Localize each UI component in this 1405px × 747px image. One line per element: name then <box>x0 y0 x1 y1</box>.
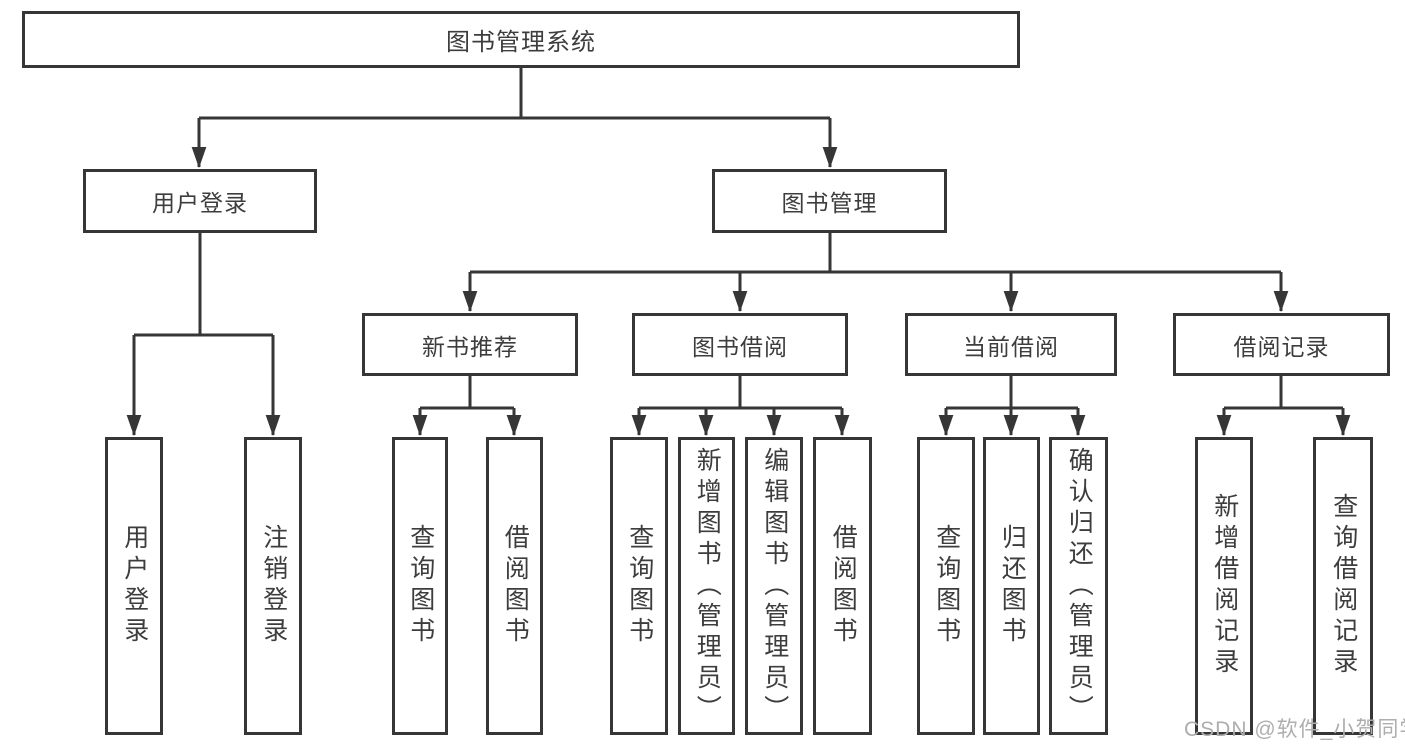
leaf-bb-borrow-books-label: 借阅图书 <box>829 524 858 648</box>
leaf-bb-edit-books-admin-label: 编辑图书（管理员） <box>760 446 789 726</box>
leaf-bb-edit-books-admin: 编辑图书（管理员） <box>745 437 803 735</box>
connector-book-borrow-trunk <box>639 376 842 410</box>
node-current-borrow: 当前借阅 <box>905 313 1117 376</box>
node-book-mgmt-label: 图书管理 <box>781 190 878 216</box>
leaf-user-login: 用户登录 <box>105 437 163 735</box>
leaf-nbr-borrow-books-label: 借阅图书 <box>501 524 530 648</box>
node-user-login: 用户登录 <box>83 169 317 233</box>
leaf-bb-query-books: 查询图书 <box>610 437 668 735</box>
leaf-nbr-query-books: 查询图书 <box>392 437 448 735</box>
leaf-bb-add-books-admin-label: 新增图书（管理员） <box>693 446 722 726</box>
leaf-bb-borrow-books: 借阅图书 <box>813 437 872 735</box>
leaf-cb-query-books: 查询图书 <box>917 437 975 735</box>
leaf-cb-confirm-return-admin: 确认归还（管理员） <box>1049 437 1108 735</box>
connector-current-borrow-trunk <box>946 376 1078 410</box>
leaf-user-login-label: 用户登录 <box>120 524 149 648</box>
leaf-nbr-query-books-label: 查询图书 <box>406 524 435 648</box>
leaf-cb-return-books-label: 归还图书 <box>998 524 1027 648</box>
node-new-book-rec-label: 新书推荐 <box>422 333 518 360</box>
node-book-mgmt: 图书管理 <box>712 169 947 233</box>
leaf-br-add-record-label: 新增借阅记录 <box>1210 493 1239 679</box>
node-borrow-records-label: 借阅记录 <box>1233 333 1330 360</box>
leaf-bb-query-books-label: 查询图书 <box>625 524 654 648</box>
connector-new-book-rec-trunk <box>420 376 514 410</box>
node-borrow-records: 借阅记录 <box>1173 313 1390 376</box>
leaf-br-query-record: 查询借阅记录 <box>1313 437 1373 735</box>
connector-user-login-trunk <box>134 233 273 337</box>
leaf-br-query-record-label: 查询借阅记录 <box>1329 493 1358 679</box>
node-current-borrow-label: 当前借阅 <box>963 333 1059 360</box>
leaf-cb-query-books-label: 查询图书 <box>932 524 961 648</box>
node-book-borrow: 图书借阅 <box>632 313 848 376</box>
leaf-bb-add-books-admin: 新增图书（管理员） <box>678 437 735 735</box>
leaf-logout-label: 注销登录 <box>259 524 288 648</box>
leaf-nbr-borrow-books: 借阅图书 <box>486 437 543 735</box>
connector-borrow-records-trunk <box>1224 376 1343 410</box>
leaf-logout: 注销登录 <box>244 437 302 735</box>
node-book-borrow-label: 图书借阅 <box>692 333 788 360</box>
node-user-login-label: 用户登录 <box>152 190 248 216</box>
csdn-watermark: CSDN @软件_小贺同学 <box>1184 718 1405 741</box>
connector-root-trunk <box>199 68 830 120</box>
leaf-cb-return-books: 归还图书 <box>983 437 1040 735</box>
node-root: 图书管理系统 <box>22 11 1020 68</box>
node-new-book-rec: 新书推荐 <box>362 313 578 376</box>
node-root-label: 图书管理系统 <box>446 29 596 56</box>
leaf-cb-confirm-return-admin-label: 确认归还（管理员） <box>1065 446 1094 726</box>
connector-book-mgmt-trunk <box>470 233 1281 274</box>
leaf-br-add-record: 新增借阅记录 <box>1195 437 1253 735</box>
